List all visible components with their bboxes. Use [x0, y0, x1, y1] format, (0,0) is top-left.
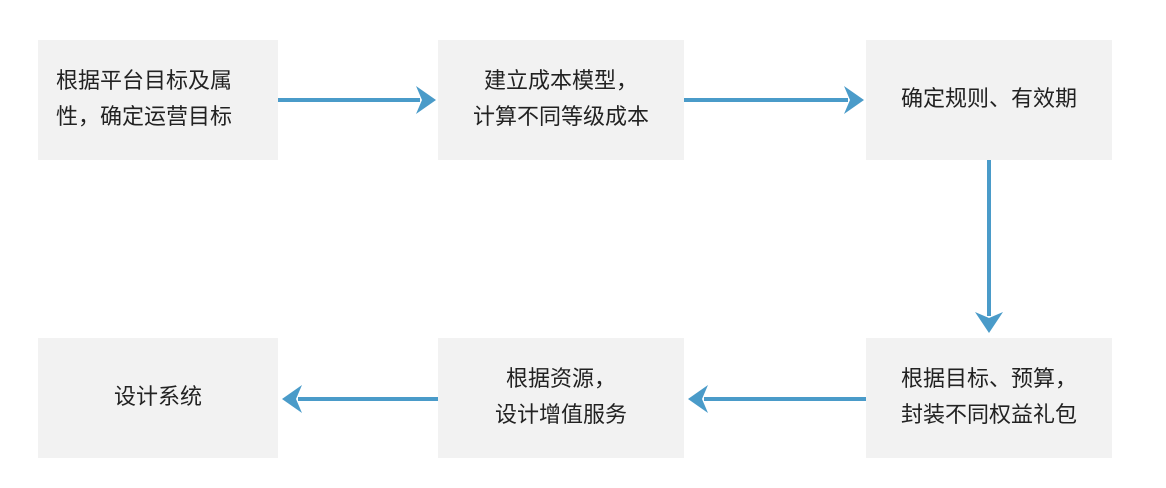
- step-text-line: 封装不同权益礼包: [900, 403, 1077, 428]
- step-text-line: 确定规则、有效期: [900, 87, 1077, 112]
- step-text-line: 根据目标、预算，: [900, 367, 1077, 392]
- step-text-line: 根据平台目标及属: [56, 69, 233, 94]
- arrow-step2-to-step3: [684, 86, 864, 114]
- step-box-rules-validity: 确定规则、有效期: [866, 40, 1112, 160]
- step-text-line: 设计增值服务: [494, 403, 627, 428]
- step-text-line: 建立成本模型，: [483, 69, 638, 94]
- step-box-value-added-services: 根据资源， 设计增值服务: [438, 338, 684, 458]
- arrow-step5-to-step6: [282, 385, 438, 413]
- arrow-step1-to-step2: [278, 86, 436, 114]
- arrow-step4-to-step5: [688, 385, 866, 413]
- arrow-step3-to-step4: [975, 160, 1003, 333]
- step-text-line: 设计系统: [113, 385, 202, 410]
- step-text-line: 性，确定运营目标: [56, 105, 233, 130]
- step-box-benefit-packages: 根据目标、预算， 封装不同权益礼包: [866, 338, 1112, 458]
- step-box-set-goals: 根据平台目标及属 性，确定运营目标: [38, 40, 278, 160]
- step-box-design-system: 设计系统: [38, 338, 278, 458]
- step-box-cost-model: 建立成本模型， 计算不同等级成本: [438, 40, 684, 160]
- step-text-line: 根据资源，: [505, 367, 616, 392]
- step-text-line: 计算不同等级成本: [472, 105, 649, 130]
